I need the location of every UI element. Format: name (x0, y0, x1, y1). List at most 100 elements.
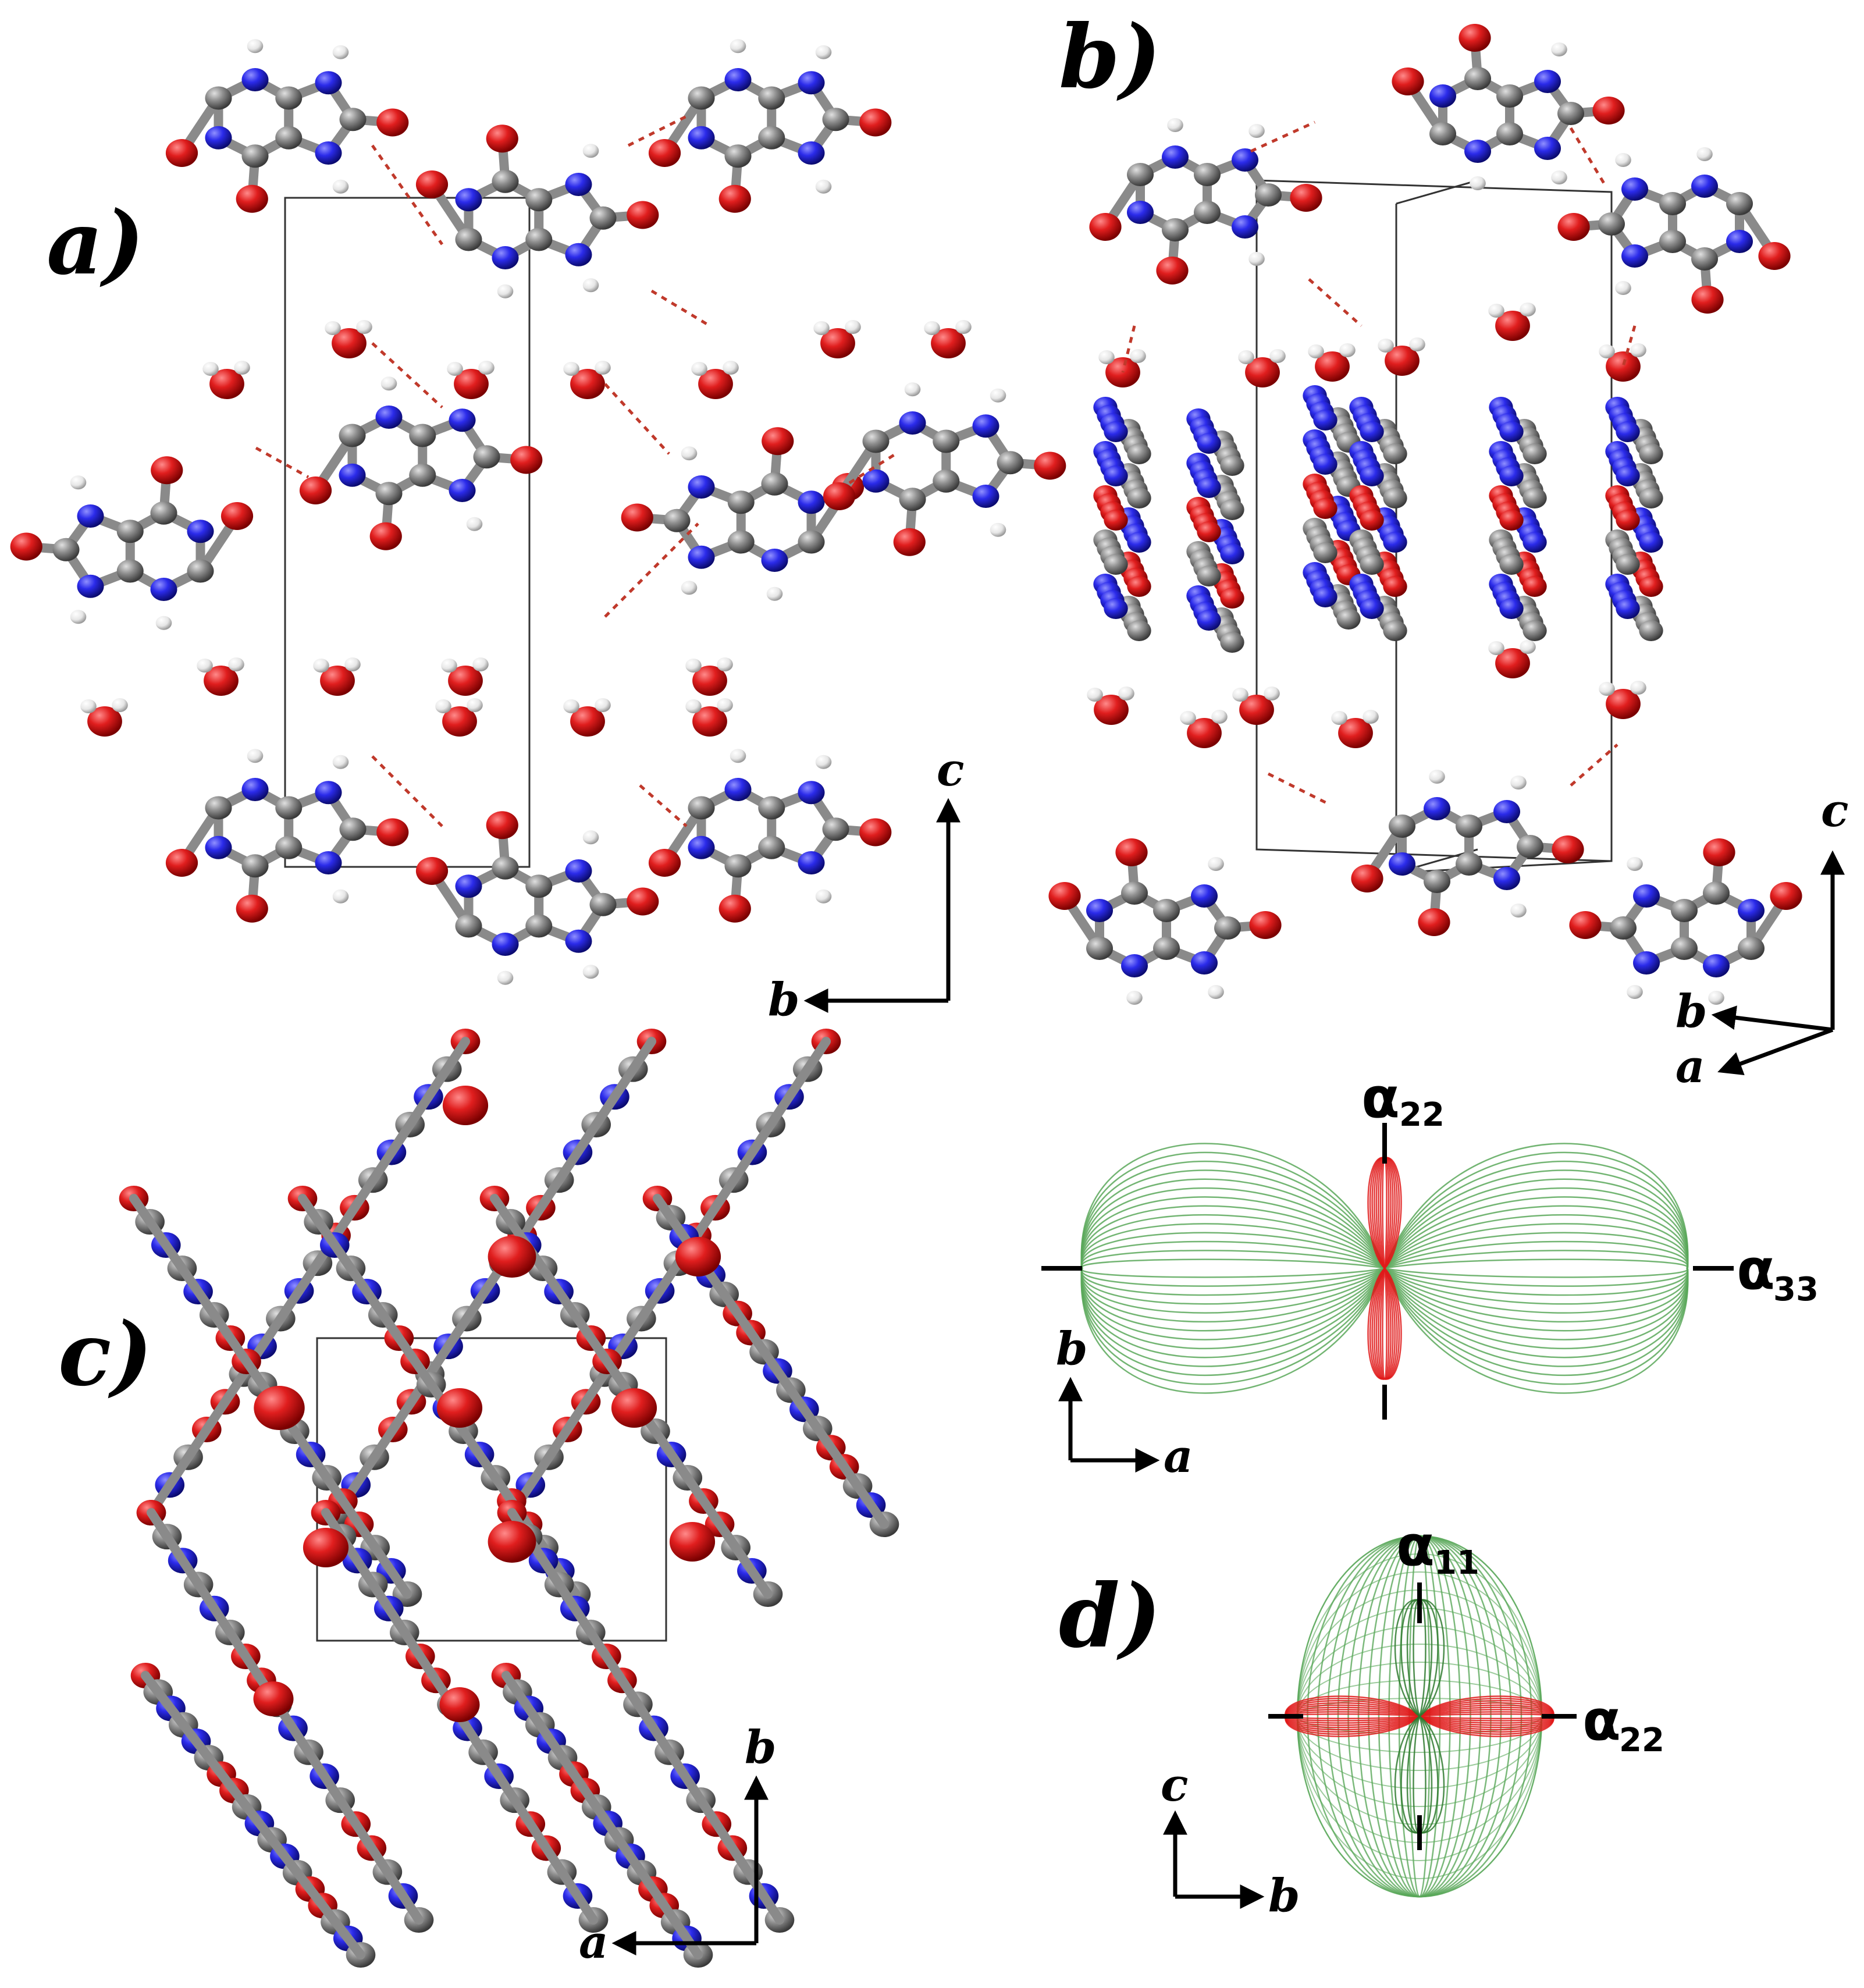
oxygen-atom (1418, 908, 1450, 936)
oxygen-atom (1552, 835, 1584, 863)
uric-acid-molecule (165, 39, 409, 213)
nitrogen-atom (1086, 899, 1113, 922)
nitrogen-atom (1633, 951, 1660, 975)
nitrogen-atom (688, 126, 715, 150)
carbon-atom (933, 469, 960, 493)
oxygen-atom (1606, 689, 1641, 719)
hydrogen-bond (371, 144, 444, 246)
oxygen-atom (165, 139, 198, 167)
water-molecule (1488, 303, 1536, 341)
carbon-atom (1383, 488, 1407, 508)
oxygen-atom (823, 482, 856, 510)
nitrogen-atom (1191, 884, 1218, 908)
hydrogen-atom (766, 586, 783, 601)
oxygen-atom (1459, 24, 1491, 52)
hydrogen-atom (80, 699, 97, 713)
nitrogen-atom (972, 485, 999, 508)
oxygen-atom (1691, 286, 1724, 314)
hydrogen-atom (563, 699, 579, 713)
carbon-atom (933, 429, 960, 453)
nitrogen-atom (899, 411, 926, 435)
polarizability-plot-upper: α 22 α 33 b a (1041, 1065, 1819, 1483)
oxygen-atom (859, 108, 892, 137)
nitrogen-atom (1499, 465, 1524, 486)
nitrogen-atom (1464, 140, 1491, 163)
carbon-atom (525, 227, 553, 251)
oxygen-atom (1156, 257, 1189, 284)
hydrogen-atom (1510, 776, 1527, 789)
hydrogen-atom (1180, 711, 1196, 725)
oxygen-atom (299, 476, 332, 504)
hydrogen-atom (1627, 985, 1643, 999)
carbon-atom (1659, 192, 1686, 215)
nitrogen-atom (724, 68, 752, 91)
hydrogen-bond (1267, 772, 1328, 805)
hydrogen-atom (70, 610, 87, 624)
hydrogen-atom (1238, 350, 1254, 364)
hydrogen-atom (1248, 252, 1265, 266)
svg-text:22: 22 (1399, 1096, 1445, 1134)
carbon-atom (409, 463, 436, 487)
hydrogen-atom (332, 45, 349, 59)
carbon-atom (1499, 554, 1524, 575)
hydrogen-atom (497, 970, 514, 985)
oxygen-atom (254, 1386, 305, 1430)
oxygen-atom (718, 894, 751, 923)
oxygen-atom (1392, 67, 1424, 95)
nitrogen-atom (761, 549, 788, 572)
oxygen-atom (1569, 911, 1602, 939)
hydrogen-atom (845, 320, 861, 334)
nitrogen-atom (1639, 532, 1663, 553)
nitrogen-atom (1691, 175, 1718, 198)
water-molecule (1238, 349, 1286, 387)
oxygen-atom (1351, 865, 1383, 892)
hydrogen-atom (1630, 343, 1646, 357)
nitrogen-atom (798, 781, 825, 805)
nitrogen-atom (688, 475, 715, 499)
carbon-atom (1389, 815, 1415, 838)
hydrogen-atom (1130, 349, 1146, 363)
carbon-atom (688, 86, 715, 110)
hydrogen-atom (990, 522, 1006, 537)
hydrogen-atom (1696, 147, 1713, 161)
nitrogen-atom (1232, 148, 1258, 172)
hydrogen-atom (582, 830, 599, 845)
carbon-atom (205, 86, 232, 110)
carbon-atom (899, 488, 926, 511)
oxygen-atom (669, 1522, 716, 1562)
carbon-atom (798, 530, 825, 554)
hydrogen-atom (202, 362, 219, 376)
alpha-22-label-lower: α (1582, 1688, 1621, 1753)
oxygen-atom (1315, 351, 1350, 382)
oxygen-atom (1592, 97, 1625, 125)
oxygen-atom (621, 503, 653, 532)
panel-label-a: a) (47, 192, 144, 294)
uric-acid-molecule (165, 749, 409, 923)
carbon-atom (455, 227, 482, 251)
uric-acid-molecule (1557, 147, 1791, 314)
carbon-atom (275, 86, 303, 110)
oxygen-atom (204, 666, 239, 696)
carbon-atom (1522, 488, 1547, 508)
hydrogen-atom (582, 144, 599, 158)
nitrogen-atom (241, 68, 269, 91)
water-molecule (924, 320, 972, 358)
oxygen-atom (488, 1236, 536, 1278)
water-molecule (685, 657, 733, 696)
carbon-atom (1610, 916, 1637, 940)
oxygen-atom (893, 528, 926, 556)
oxygen-atom (1522, 576, 1547, 597)
water-molecule (1087, 687, 1134, 725)
nitrogen-atom (1191, 951, 1218, 975)
oxygen-atom (220, 502, 254, 530)
water-molecule (197, 657, 244, 696)
nitrogen-atom (1197, 433, 1221, 454)
hydrogen-atom (1264, 687, 1280, 700)
nitrogen-atom (1726, 230, 1753, 253)
nitrogen-atom (1220, 543, 1244, 564)
carbon-atom (1220, 455, 1244, 476)
hydrogen-bond (1250, 120, 1316, 153)
oxygen-atom (448, 666, 483, 696)
hydrogen-bond (604, 383, 670, 455)
water-molecule (1098, 349, 1146, 387)
